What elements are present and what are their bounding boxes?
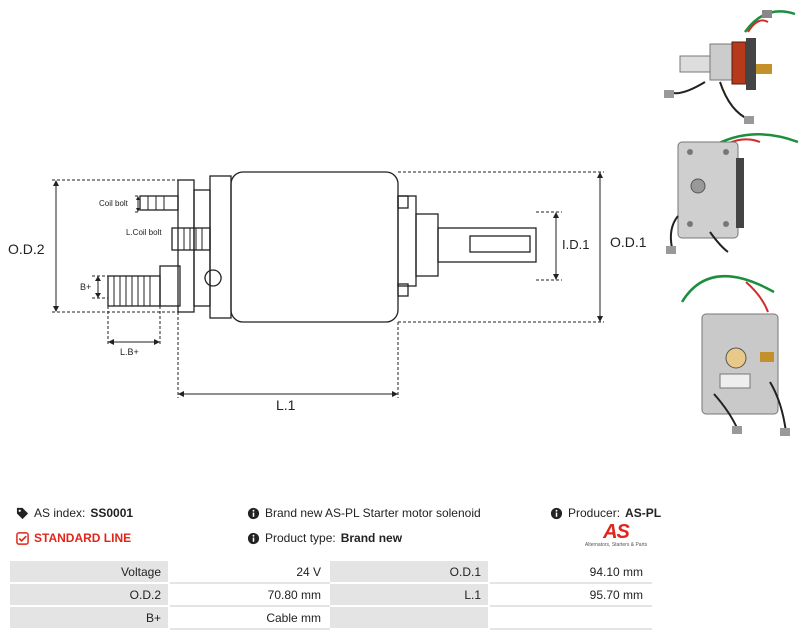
left-cap <box>209 175 232 319</box>
info-icon <box>247 507 260 519</box>
plunger <box>437 227 537 263</box>
l-coil-bolt <box>171 227 211 251</box>
table-row: Voltage 24 V O.D.1 94.10 mm <box>8 559 652 584</box>
info-icon <box>550 507 563 519</box>
spec-key: Voltage <box>8 559 170 584</box>
producer-row: Producer: AS-PL <box>550 506 661 520</box>
spec-key: B+ <box>8 605 170 630</box>
tag-icon <box>16 507 29 519</box>
spec-value <box>488 605 652 630</box>
product-type-row: Product type: Brand new <box>247 531 402 545</box>
label-l1: L.1 <box>276 397 296 413</box>
product-type-label: Product type: <box>265 531 336 545</box>
spec-value: 95.70 mm <box>488 582 652 607</box>
product-photo-back <box>680 274 790 436</box>
product-photo-side <box>664 10 796 124</box>
solenoid-body <box>230 171 399 323</box>
as-pl-logo: AS Alternators, Starters & Parts <box>584 522 648 548</box>
description-row: Brand new AS-PL Starter motor solenoid <box>247 506 481 520</box>
spec-key <box>328 605 490 630</box>
spec-value: Cable mm <box>168 605 330 630</box>
label-id1: I.D.1 <box>562 237 589 252</box>
coil-bolt <box>139 195 179 211</box>
standard-line-row: STANDARD LINE <box>16 531 131 545</box>
table-row: B+ Cable mm <box>8 605 652 630</box>
producer-value: AS-PL <box>625 506 662 520</box>
technical-drawing: O.D.2 O.D.1 I.D.1 L.1 L.B+ B+ Coil bolt … <box>8 171 647 413</box>
spec-value: 70.80 mm <box>168 582 330 607</box>
plunger-housing <box>397 195 417 287</box>
spec-key: O.D.2 <box>8 582 170 607</box>
as-index-value: SS0001 <box>90 506 134 520</box>
spec-key: L.1 <box>328 582 490 607</box>
product-photo-front <box>666 133 799 254</box>
as-index-label: AS index: <box>34 506 86 520</box>
product-type-value: Brand new <box>340 531 403 545</box>
label-coil-bolt: Coil bolt <box>99 199 129 208</box>
product-description: Brand new AS-PL Starter motor solenoid <box>265 506 481 520</box>
label-od2: O.D.2 <box>8 241 45 257</box>
spec-key: O.D.1 <box>328 559 490 584</box>
label-od1: O.D.1 <box>610 234 647 250</box>
label-lb: L.B+ <box>120 347 139 357</box>
info-icon <box>247 532 260 544</box>
label-bplus: B+ <box>80 282 91 292</box>
standard-line-label: STANDARD LINE <box>34 531 132 545</box>
b-plus-terminal <box>107 275 161 307</box>
specs-table: Voltage 24 V O.D.1 94.10 mm O.D.2 70.80 … <box>8 559 652 630</box>
logo-subtitle: Alternators, Starters & Parts <box>584 542 648 548</box>
spec-value: 24 V <box>168 559 330 584</box>
table-row: O.D.2 70.80 mm L.1 95.70 mm <box>8 582 652 607</box>
logo-mark: AS <box>603 521 630 543</box>
spec-value: 94.10 mm <box>488 559 652 584</box>
producer-label: Producer: <box>568 506 621 520</box>
as-index-row: AS index: SS0001 <box>16 506 133 520</box>
checkbox-checked-icon <box>16 531 29 545</box>
label-l-coil-bolt: L.Coil bolt <box>126 228 162 237</box>
